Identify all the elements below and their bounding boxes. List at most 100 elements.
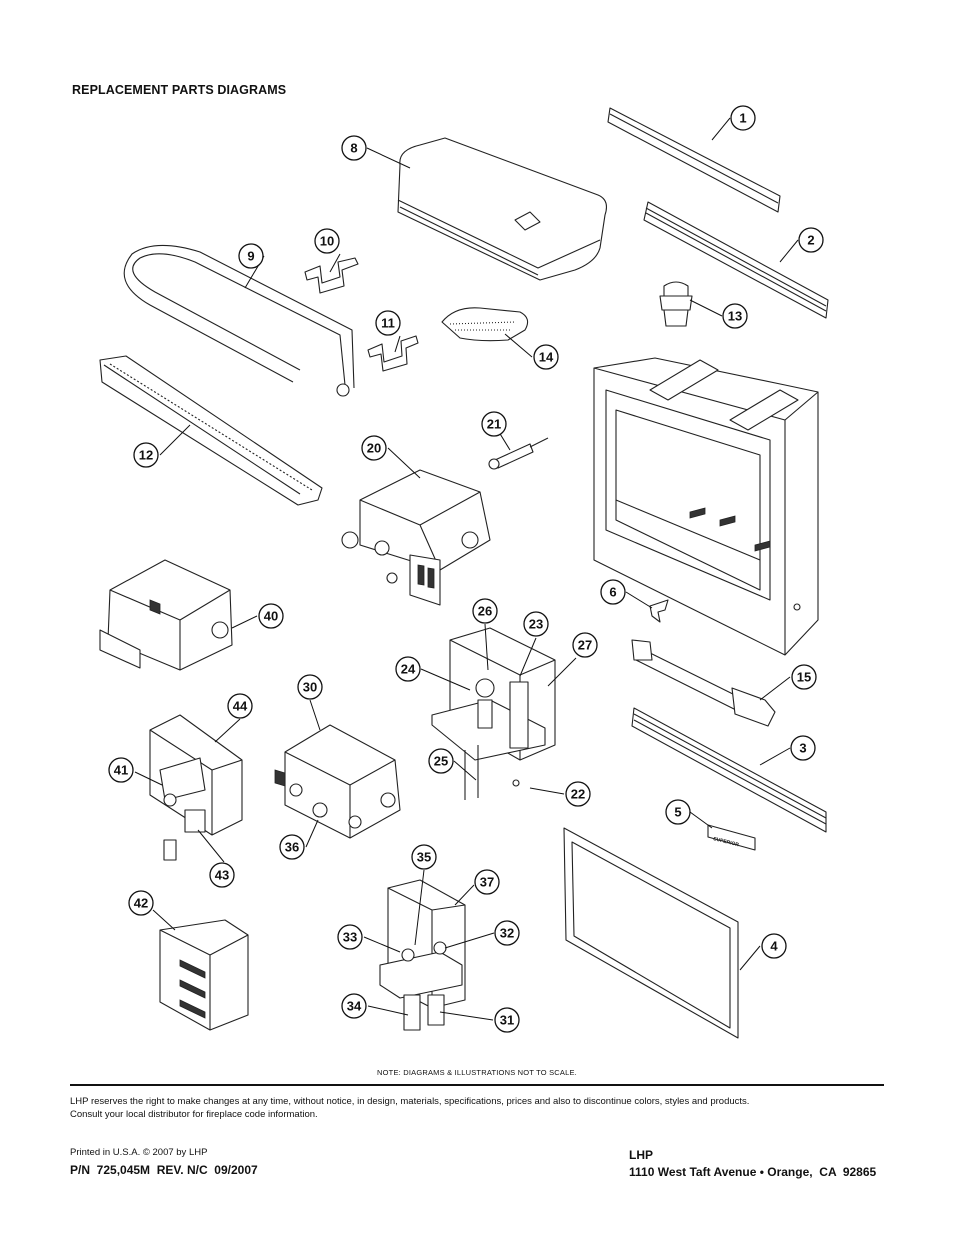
- part-4-glass-frame: [563, 827, 739, 1039]
- part-37-pilot-bracket: [379, 879, 466, 1031]
- svg-text:40: 40: [264, 609, 278, 624]
- footer-rule: [70, 1084, 884, 1086]
- svg-text:42: 42: [134, 896, 148, 911]
- part-14-gasket: [441, 307, 529, 342]
- svg-text:21: 21: [487, 417, 501, 432]
- callout-41: 41: [108, 757, 134, 783]
- callout-40: 40: [258, 603, 284, 629]
- svg-text:20: 20: [367, 441, 381, 456]
- callout-10: 10: [314, 228, 340, 254]
- printed-notice: Printed in U.S.A. © 2007 by LHP: [70, 1147, 208, 1158]
- part-1-top-trim: [607, 107, 781, 213]
- callout-20: 20: [361, 435, 387, 461]
- part-40-module: [99, 559, 233, 671]
- callout-11: 11: [375, 310, 401, 336]
- part-8-cover: [397, 137, 607, 281]
- part-9-burner-tube: [123, 244, 355, 397]
- callout-22: 22: [565, 781, 591, 807]
- callout-9: 9: [238, 243, 264, 269]
- callout-26: 26: [472, 598, 498, 624]
- disclaimer-line-1: LHP reserves the right to make changes a…: [70, 1096, 750, 1107]
- callout-42: 42: [128, 890, 154, 916]
- svg-text:35: 35: [417, 850, 431, 865]
- callout-24: 24: [395, 656, 421, 682]
- callout-12: 12: [133, 442, 159, 468]
- svg-text:43: 43: [215, 868, 229, 883]
- svg-text:30: 30: [303, 680, 317, 695]
- svg-text:37: 37: [480, 875, 494, 890]
- svg-text:41: 41: [114, 763, 128, 778]
- callout-25: 25: [428, 748, 454, 774]
- svg-text:34: 34: [347, 999, 362, 1014]
- callout-2: 2: [798, 227, 824, 253]
- callout-15: 15: [791, 664, 817, 690]
- svg-text:32: 32: [500, 926, 514, 941]
- svg-text:11: 11: [381, 316, 395, 331]
- svg-text:10: 10: [320, 234, 334, 249]
- svg-text:12: 12: [139, 448, 153, 463]
- svg-text:5: 5: [674, 805, 681, 820]
- callout-35: 35: [411, 844, 437, 870]
- callout-30: 30: [297, 674, 323, 700]
- part-12-strip: [99, 355, 323, 506]
- part-42-transformer: [159, 919, 249, 1031]
- svg-text:24: 24: [401, 662, 416, 677]
- callout-33: 33: [337, 924, 363, 950]
- svg-text:8: 8: [350, 141, 357, 156]
- callout-5: 5: [665, 799, 691, 825]
- svg-text:6: 6: [609, 585, 616, 600]
- svg-text:25: 25: [434, 754, 448, 769]
- callout-13: 13: [722, 303, 748, 329]
- page-title: REPLACEMENT PARTS DIAGRAMS: [72, 83, 287, 97]
- part-number: P/N 725,045M REV. N/C 09/2007: [70, 1163, 258, 1177]
- svg-text:33: 33: [343, 930, 357, 945]
- part-20-gas-valve: [341, 469, 491, 606]
- callout-3: 3: [790, 735, 816, 761]
- svg-text:1: 1: [739, 111, 746, 126]
- callout-4: 4: [761, 933, 787, 959]
- callout-43: 43: [209, 862, 235, 888]
- callout-37: 37: [474, 869, 500, 895]
- part-11-bracket: [367, 335, 419, 372]
- company-name: LHP: [629, 1148, 653, 1162]
- svg-text:14: 14: [539, 350, 554, 365]
- svg-text:44: 44: [233, 699, 248, 714]
- part-5-nameplate: SUPERIOR: [707, 824, 756, 851]
- callout-34: 34: [341, 993, 367, 1019]
- parts-diagram: SUPERIOR: [99, 105, 829, 1039]
- disclaimer: LHP reserves the right to make changes a…: [70, 1095, 749, 1121]
- svg-text:2: 2: [807, 233, 814, 248]
- callout-44: 44: [227, 693, 253, 719]
- svg-text:31: 31: [500, 1013, 514, 1028]
- part-44-bracket: [149, 714, 243, 861]
- svg-text:36: 36: [285, 840, 299, 855]
- svg-text:26: 26: [478, 604, 492, 619]
- svg-text:22: 22: [571, 787, 585, 802]
- svg-text:9: 9: [247, 249, 254, 264]
- company-address-block: LHP 1110 West Taft Avenue • Orange, CA 9…: [629, 1147, 876, 1181]
- part-27-pilot-bracket: [431, 627, 556, 800]
- svg-text:4: 4: [770, 939, 778, 954]
- svg-text:3: 3: [799, 741, 806, 756]
- scale-note: NOTE: DIAGRAMS & ILLUSTRATIONS NOT TO SC…: [377, 1068, 577, 1077]
- callout-8: 8: [341, 135, 367, 161]
- disclaimer-line-2: Consult your local distributor for firep…: [70, 1109, 318, 1120]
- firebox: [593, 357, 819, 656]
- callout-32: 32: [494, 920, 520, 946]
- svg-text:13: 13: [728, 309, 742, 324]
- callout-36: 36: [279, 834, 305, 860]
- callouts: 1 2 3 4 5 6 8 9 10 11 12 13 14 15 20 21 …: [108, 105, 824, 1033]
- svg-text:23: 23: [529, 617, 543, 632]
- callout-6: 6: [600, 579, 626, 605]
- callout-14: 14: [533, 344, 559, 370]
- part-21-electrode: [488, 437, 549, 470]
- part-10-bracket: [304, 257, 359, 294]
- part-13-fitting: [659, 281, 693, 327]
- part-2-louver: [643, 201, 829, 319]
- part-15-connector: [631, 639, 776, 727]
- callout-1: 1: [730, 105, 756, 131]
- callout-23: 23: [523, 611, 549, 637]
- callout-27: 27: [572, 632, 598, 658]
- callout-31: 31: [494, 1007, 520, 1033]
- company-address: 1110 West Taft Avenue • Orange, CA 92865: [629, 1165, 877, 1179]
